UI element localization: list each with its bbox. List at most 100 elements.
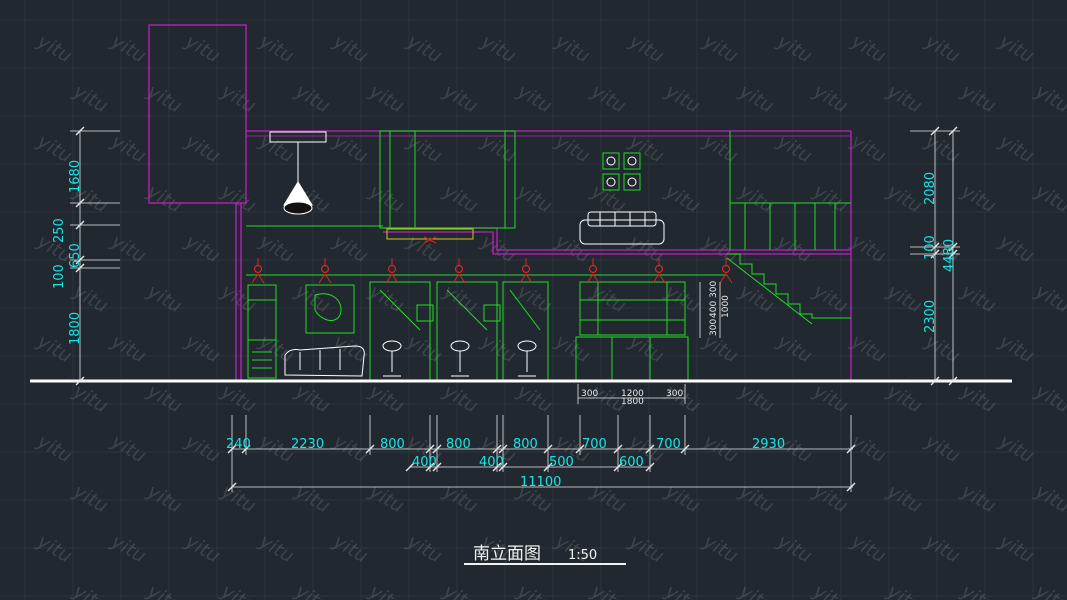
light-beam	[318, 273, 326, 284]
dim-row2-400-b: 400	[479, 455, 504, 470]
dim-tick	[492, 444, 502, 454]
dim-bottom-800-a: 800	[380, 437, 405, 452]
lower-level-furniture	[246, 274, 727, 381]
dim-bottom-2230: 2230	[291, 437, 324, 452]
dim-tick	[930, 249, 940, 259]
dim-tick	[365, 444, 375, 454]
light-beam	[525, 273, 533, 284]
dim-left-250: 250	[52, 218, 67, 243]
dim-tick	[948, 126, 958, 136]
dim-tick	[227, 444, 237, 454]
dim-tick	[948, 242, 958, 252]
dim-desk-300-a: 300	[581, 389, 598, 399]
dim-tick	[680, 444, 690, 454]
dim-total: 11100	[520, 475, 561, 490]
dim-tick	[930, 126, 940, 136]
dim-tick	[846, 444, 856, 454]
dim-tick	[575, 444, 585, 454]
dim-bottom-240: 240	[226, 437, 251, 452]
light-beam	[592, 273, 600, 284]
dim-tick	[930, 242, 940, 252]
dim-right-4480: 4480	[942, 239, 957, 272]
dim-tick	[227, 482, 237, 492]
light-bulb	[320, 264, 330, 274]
dim-desk-1200: 1200	[621, 389, 644, 399]
small-shelf-1	[416, 304, 434, 322]
small-shelf-2	[483, 304, 501, 322]
dim-tick	[405, 462, 415, 472]
dim-tick	[432, 444, 442, 454]
dim-tick	[498, 462, 508, 472]
drawing-title: 南立面图	[473, 544, 541, 564]
dimension-ticks	[75, 126, 958, 492]
dim-right-2080: 2080	[923, 172, 938, 205]
dim-tick	[75, 126, 85, 136]
dim-tick	[645, 462, 655, 472]
dim-left-650: 650	[68, 243, 83, 268]
light-bulb	[454, 264, 464, 274]
dim-bed-400: 400	[709, 301, 719, 318]
dim-row2-500: 500	[549, 455, 574, 470]
light-bulb	[521, 264, 531, 274]
wall-art-lower	[305, 284, 355, 334]
dim-tick	[543, 462, 553, 472]
stair-stringer	[726, 257, 813, 325]
light-beam	[257, 273, 265, 284]
light-bulb	[253, 264, 263, 274]
pendant-lamp	[283, 142, 313, 215]
wall-pictures	[602, 152, 641, 191]
light-marker	[423, 236, 437, 244]
dim-left-1680: 1680	[68, 160, 83, 193]
dim-bed-300-a: 300	[709, 281, 719, 298]
dim-tick	[75, 376, 85, 386]
lower-sofa	[284, 345, 365, 377]
drawing-scale: 1:50	[568, 548, 597, 563]
upper-level-furniture	[246, 130, 851, 325]
upper-sofa	[579, 211, 665, 245]
dim-bottom-700-a: 700	[582, 437, 607, 452]
light-beam	[586, 273, 594, 284]
pendant-lights	[251, 236, 733, 284]
upper-left-block	[148, 24, 247, 204]
dim-row2-600: 600	[619, 455, 644, 470]
dim-desk-1800: 1800	[621, 397, 644, 407]
dim-tick	[241, 444, 251, 454]
bar-stools	[382, 340, 537, 377]
light-beam	[658, 273, 666, 284]
dim-left-100: 100	[52, 264, 67, 289]
light-beam	[452, 273, 460, 284]
dim-bed-300-b: 300	[709, 319, 719, 336]
mezzanine-floor-bottom	[383, 231, 851, 255]
light-beam	[719, 273, 727, 284]
dim-bottom-800-c: 800	[513, 437, 538, 452]
dim-bottom-700-b: 700	[656, 437, 681, 452]
dim-desk-300-b: 300	[666, 389, 683, 399]
dim-tick	[543, 444, 553, 454]
light-beam	[385, 273, 393, 284]
dim-tick	[75, 255, 85, 265]
dim-tick	[613, 444, 623, 454]
dim-tick	[75, 198, 85, 208]
bunk-bed	[579, 281, 686, 336]
ceiling-light-box	[386, 228, 474, 240]
partition-panel-2	[504, 130, 516, 229]
dim-tick	[432, 462, 442, 472]
dim-tick	[645, 444, 655, 454]
dim-tick	[948, 376, 958, 386]
dim-tick	[930, 376, 940, 386]
light-beam	[652, 273, 660, 284]
dim-row2-400-a: 400	[412, 455, 437, 470]
light-beam	[519, 273, 527, 284]
dim-tick	[75, 220, 85, 230]
dim-tick	[425, 462, 435, 472]
light-beam	[458, 273, 466, 284]
light-bulb	[721, 264, 731, 274]
light-beam	[391, 273, 399, 284]
light-beam	[324, 273, 332, 284]
dim-tick	[948, 249, 958, 259]
dim-bed-1000: 1000	[721, 295, 731, 318]
staircase	[727, 253, 851, 319]
light-bulb	[387, 264, 397, 274]
tall-cabinet	[247, 284, 277, 379]
